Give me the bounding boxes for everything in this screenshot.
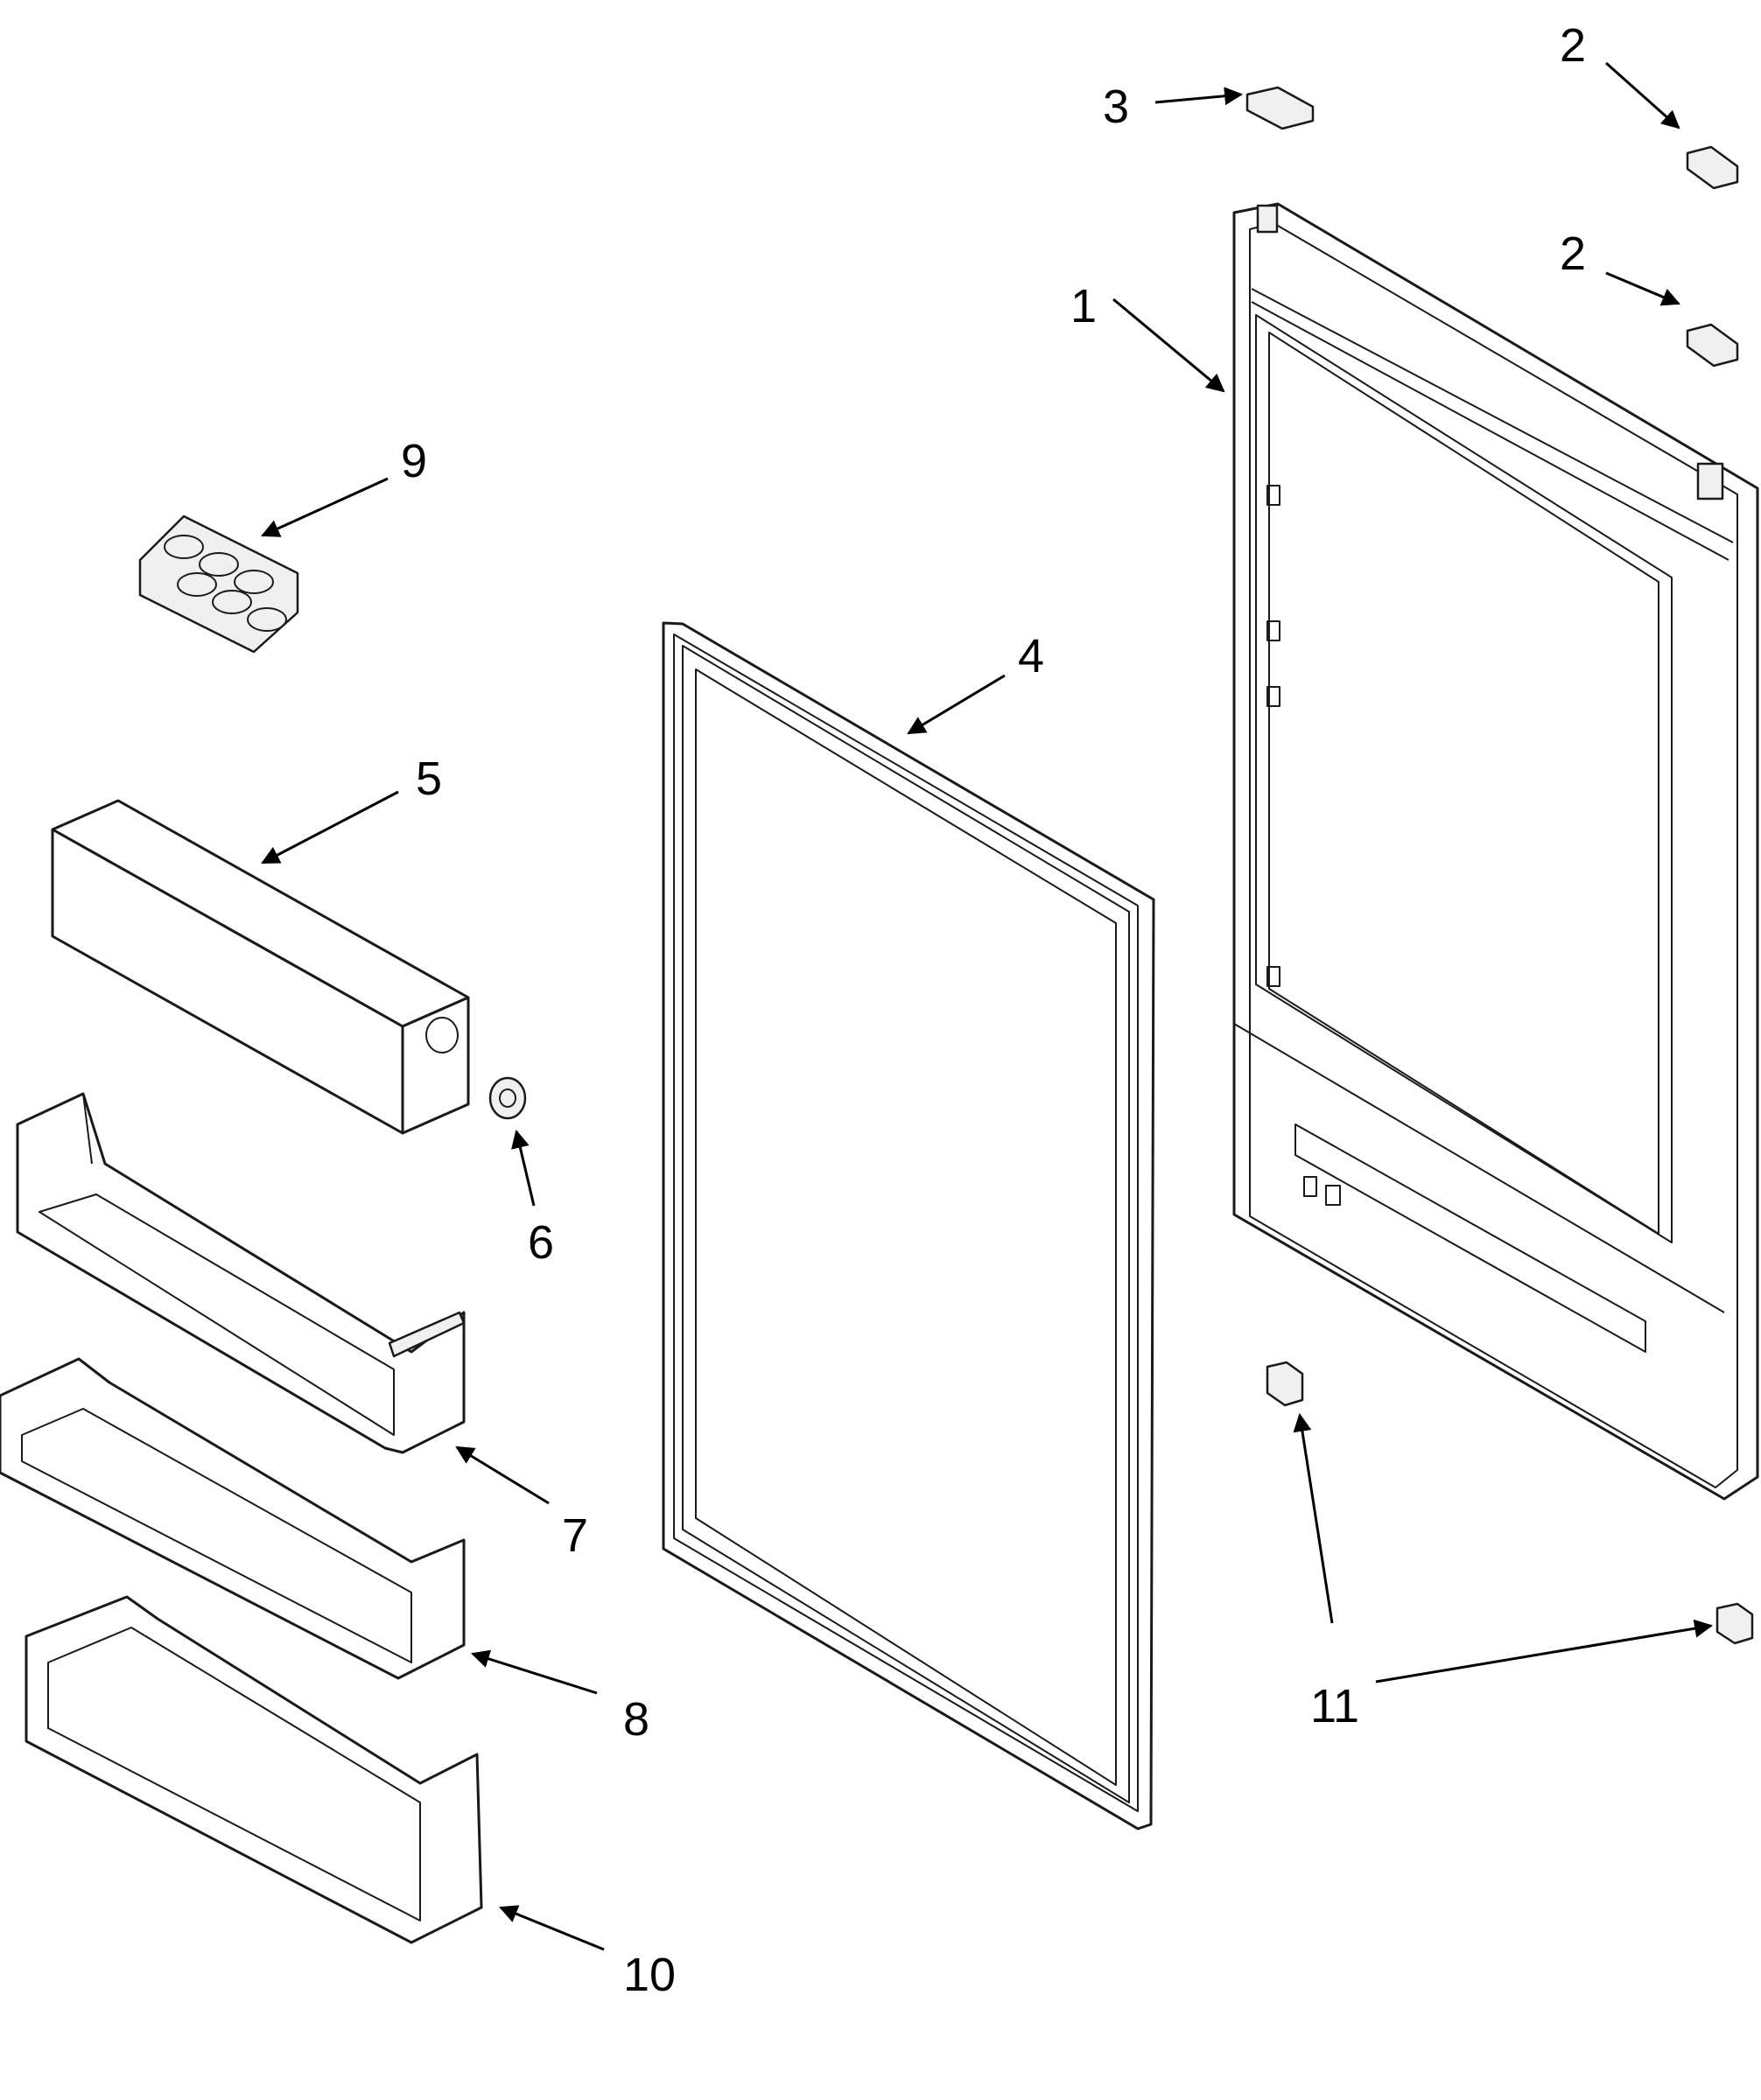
hinge-cover-lower-part	[1686, 323, 1739, 368]
door-bin-part-8	[0, 1357, 466, 1680]
callout-6: 6	[528, 1216, 554, 1269]
callout-7: 7	[562, 1509, 588, 1562]
callout-10: 10	[623, 1949, 676, 2001]
callout-8: 8	[623, 1693, 649, 1746]
hinge-cover-part-3	[1245, 86, 1315, 130]
callout-4: 4	[1018, 630, 1044, 682]
callout-5: 5	[416, 752, 442, 805]
callout-11: 11	[1310, 1680, 1359, 1732]
door-bin-part-10	[25, 1595, 483, 1944]
door-stop-left-part	[1266, 1361, 1304, 1407]
callout-9: 9	[401, 435, 427, 487]
callout-1: 1	[1070, 280, 1097, 332]
hinge-cover-upper-part	[1686, 145, 1739, 190]
door-panel-part	[1232, 202, 1759, 1501]
leader-lines	[261, 61, 1714, 1951]
door-bin-part-7	[16, 1092, 466, 1454]
door-stop-right-part	[1715, 1602, 1754, 1645]
dairy-compartment-part	[51, 799, 470, 1135]
callout-3: 3	[1103, 80, 1129, 133]
egg-tray-part	[138, 514, 299, 654]
door-gasket-part	[662, 621, 1155, 1830]
callout-2-lower: 2	[1560, 228, 1586, 280]
callout-2-upper: 2	[1560, 19, 1586, 72]
knob-part	[488, 1076, 527, 1120]
